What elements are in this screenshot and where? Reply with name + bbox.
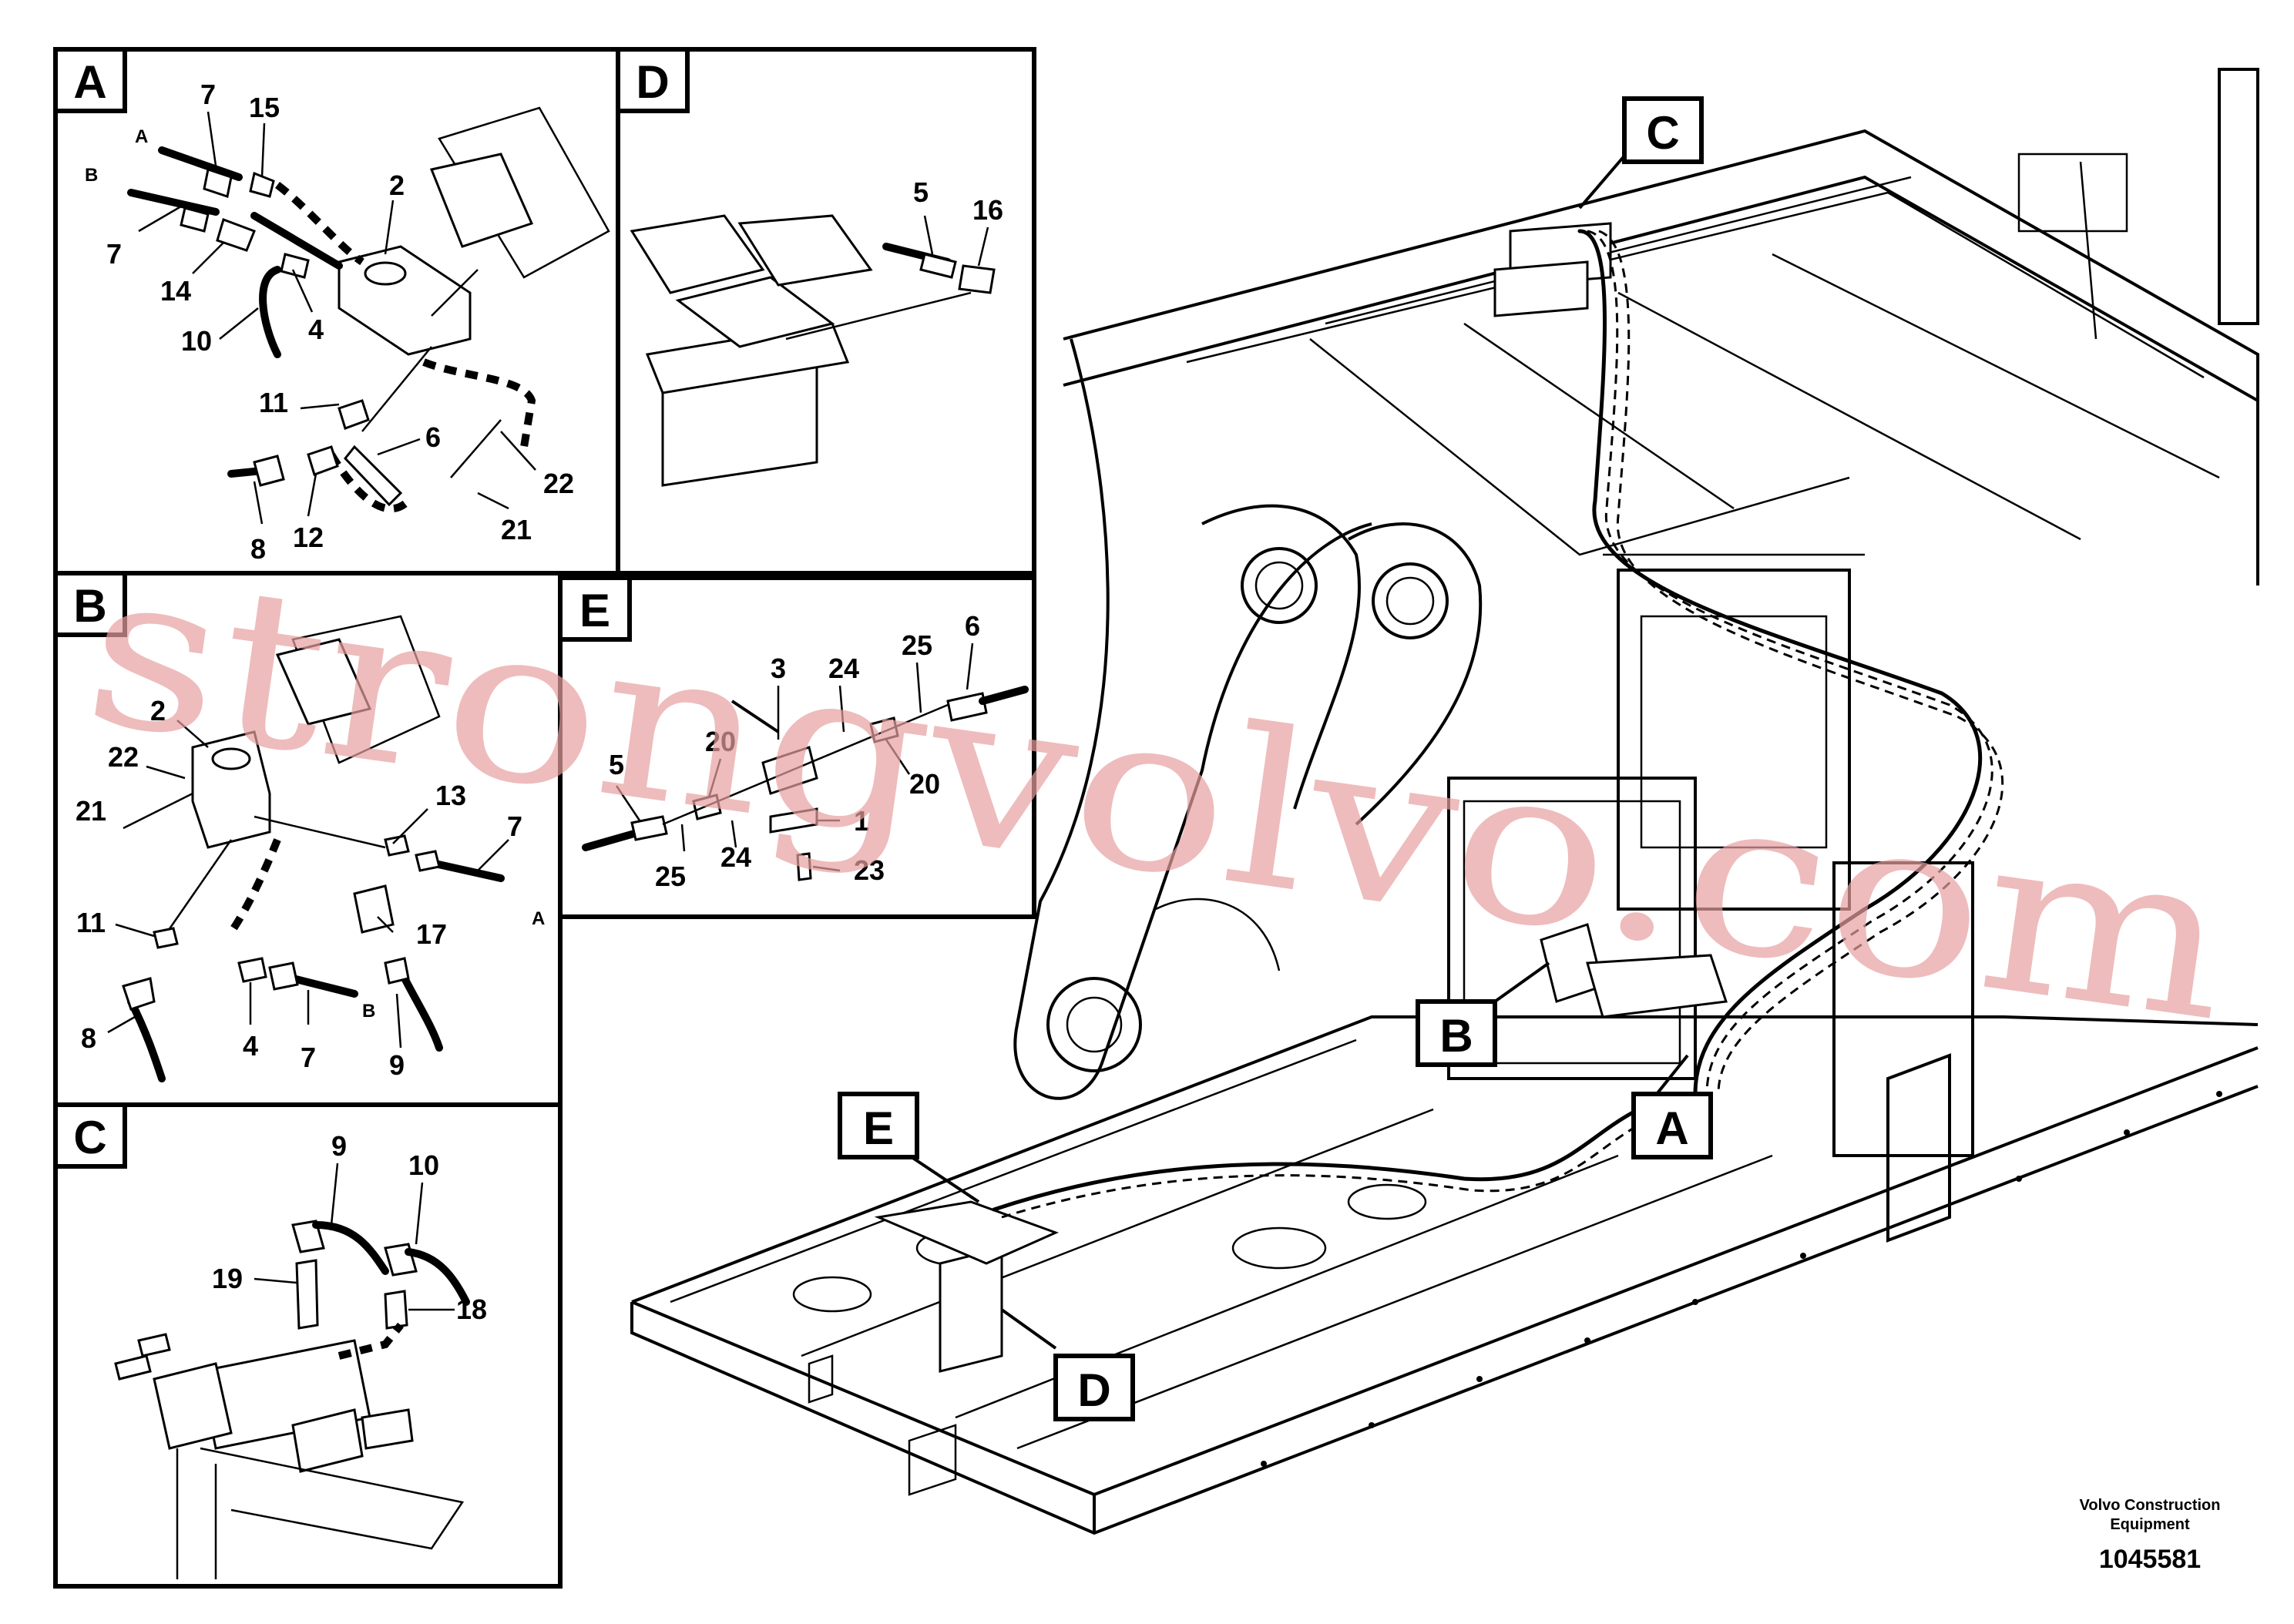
panel-d-caption: D (636, 56, 669, 108)
panel-a-hose-a: A (135, 126, 148, 147)
detail-panel-d: D 5 16 (616, 47, 1036, 575)
panel-b-caption: B (73, 580, 106, 632)
panel-a-num: 7 (200, 79, 216, 110)
panel-b-num: 21 (76, 795, 106, 827)
panel-b-num: 9 (389, 1049, 405, 1081)
panel-b-num: 7 (507, 810, 522, 842)
company-name-line1: Volvo Construction (2080, 1497, 2221, 1514)
panel-e-num: 20 (909, 768, 940, 800)
panel-d-num: 16 (972, 194, 1003, 226)
panel-c-num: 18 (456, 1293, 487, 1325)
drawing-number: 1045581 (2099, 1545, 2201, 1574)
panel-b-num: 17 (416, 918, 447, 950)
panel-a-num: 10 (181, 325, 212, 357)
panel-c-caption: C (73, 1112, 106, 1163)
panel-e-num: 24 (720, 841, 751, 873)
panel-a-num: 21 (501, 514, 532, 545)
panel-a-num: 7 (106, 238, 122, 270)
panel-a-num: 4 (308, 314, 324, 345)
panel-b-num: 4 (243, 1030, 258, 1062)
panel-e-num: 25 (655, 861, 686, 892)
panel-e-num: 6 (965, 610, 980, 642)
panel-b-num: 11 (76, 907, 106, 938)
callout-c: C (1646, 107, 1679, 159)
panel-a-num: 22 (543, 468, 574, 499)
panel-e-num: 5 (609, 749, 624, 780)
panel-c-num: 19 (212, 1263, 243, 1294)
main-callouts: C B A E D (838, 96, 1713, 1421)
panel-d-num: 5 (913, 176, 929, 208)
panel-a-num: 2 (389, 169, 405, 201)
callout-e: E (863, 1102, 894, 1154)
callout-b: B (1439, 1010, 1473, 1062)
panel-b-num: 2 (150, 695, 166, 726)
detail-panel-c: C 9 10 19 18 (53, 1102, 563, 1589)
panel-c-num: 9 (331, 1130, 347, 1162)
footer: Volvo Construction Equipment 1045581 (2080, 1497, 2221, 1574)
panel-b-hose-b: B (362, 1001, 375, 1022)
panel-e-num: 20 (705, 726, 736, 757)
main-assembly-view (630, 68, 2259, 1535)
panel-b-num: 8 (81, 1022, 96, 1054)
panel-b-num: 22 (108, 741, 139, 773)
panel-a-num: 11 (259, 387, 288, 418)
panel-a-num: 15 (249, 92, 280, 123)
company-name-line2: Equipment (2110, 1516, 2190, 1533)
panel-a-num: 12 (293, 522, 324, 553)
callout-a: A (1655, 1102, 1688, 1154)
panel-a-hose-b: B (85, 165, 98, 186)
panel-a-caption: A (73, 56, 106, 108)
panel-e-num: 24 (828, 653, 859, 684)
detail-panel-e: E 3 24 25 6 5 20 20 1 24 25 23 (558, 575, 1036, 919)
panel-c-num: 10 (408, 1149, 439, 1181)
panel-a-num: 6 (425, 421, 441, 453)
panel-a-num: 8 (250, 533, 266, 565)
panel-e-caption: E (579, 585, 610, 636)
panel-a-num: 14 (160, 275, 191, 307)
panel-b-num: 13 (435, 780, 466, 811)
panel-e-num: 23 (854, 854, 885, 886)
panel-e-num: 25 (902, 629, 932, 661)
panel-e-num: 1 (854, 805, 869, 837)
callout-d: D (1077, 1364, 1110, 1416)
detail-panel-a: A A B (53, 47, 620, 575)
frame-bolt-holes (1261, 1091, 2222, 1467)
panel-b-num: 7 (301, 1042, 316, 1073)
panel-b-hose-a: A (532, 908, 545, 929)
panel-e-num: 3 (771, 653, 786, 684)
